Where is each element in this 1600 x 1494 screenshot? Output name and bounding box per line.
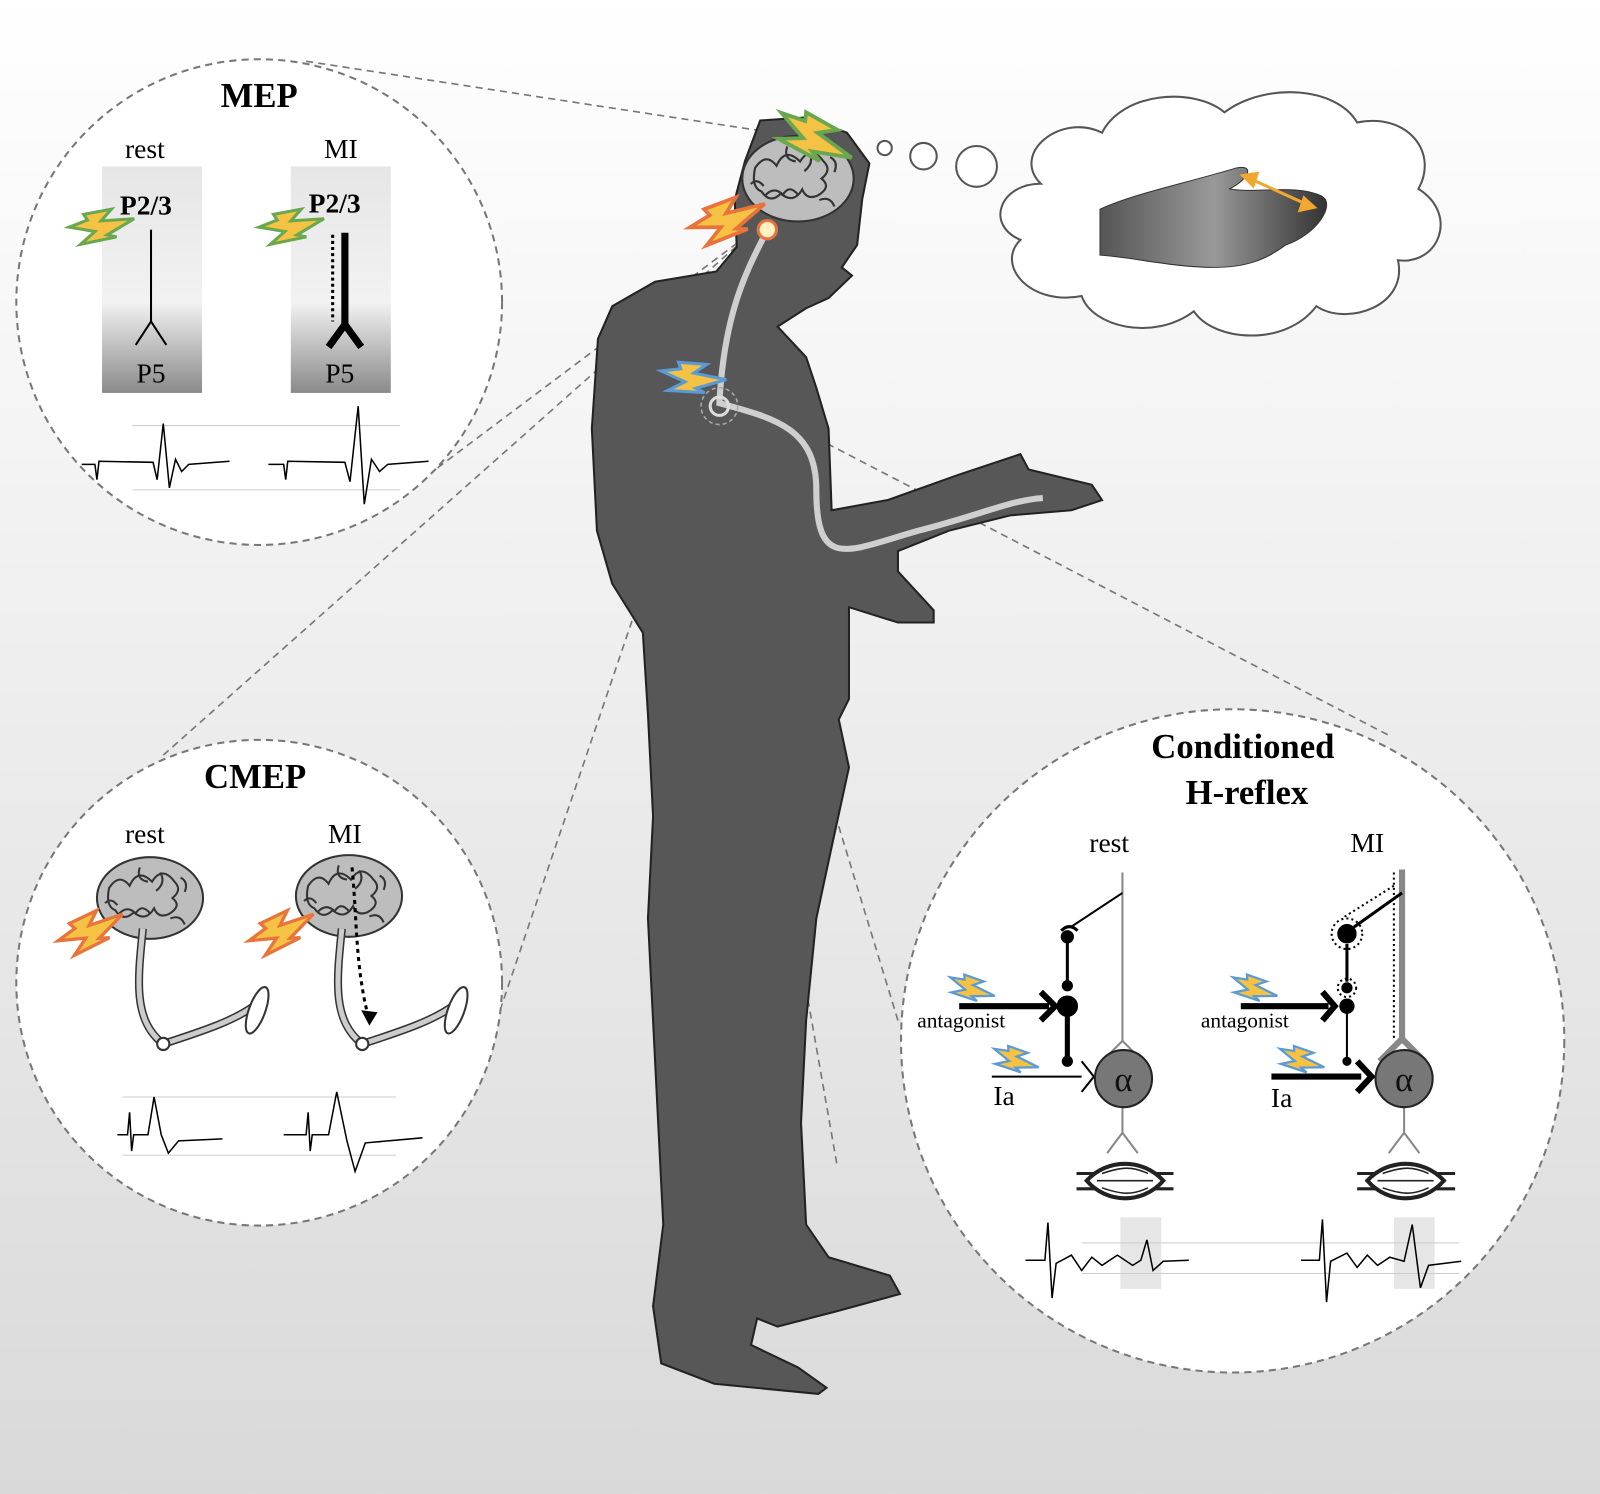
hreflex-title-line1: Conditioned: [1151, 727, 1334, 766]
cmep-emg-traces: [117, 1091, 423, 1175]
cmep-mi-muscle-icon: [443, 986, 469, 1035]
corticospinal-pathway: [716, 228, 1044, 552]
cmep-rest-label: rest: [125, 818, 165, 849]
pinch-movement-arrow-icon: [1239, 171, 1318, 213]
mep-mi-cortex-column: [290, 166, 391, 393]
hreflex-rest-alpha-label: α: [1114, 1060, 1132, 1099]
mep-mi-layer-p23: P2/3: [309, 187, 361, 218]
cmep-mi-synapse: [355, 1036, 370, 1052]
mep-rest-label: rest: [125, 133, 165, 164]
hreflex-mi-label: MI: [1351, 827, 1385, 858]
hreflex-rest-ia-label: Ia: [993, 1080, 1014, 1111]
hreflex-mi-trace: [1301, 1219, 1462, 1303]
spinal-synapse: [708, 395, 731, 417]
hreflex-title-line2: H-reflex: [1186, 773, 1309, 812]
mep-rest-layer-p5: P5: [136, 358, 165, 389]
mep-rest-neuron: [134, 229, 168, 346]
cmep-rest-muscle-icon: [244, 986, 270, 1035]
hreflex-rest-window: [1120, 1217, 1162, 1289]
hreflex-rest-muscle-icon: [1076, 1161, 1174, 1201]
hreflex-emg-traces: [1025, 1217, 1462, 1303]
cmep-rest-trace: [117, 1096, 223, 1155]
cmep-rest-brain-icon: [95, 856, 205, 940]
hreflex-rest-circuit: [959, 872, 1144, 1154]
hreflex-rest-label: rest: [1089, 827, 1129, 858]
hreflex-mi-muscle-icon: [1357, 1161, 1456, 1201]
cmep-mi-label: MI: [328, 818, 362, 849]
hreflex-mi-alpha-label: α: [1395, 1060, 1413, 1099]
hreflex-panel: Conditioned H-reflex rest MI α antagonis…: [900, 708, 1566, 1374]
cmep-title: CMEP: [204, 757, 306, 796]
cmep-rest-synapse: [156, 1036, 171, 1052]
brainstem-stim-site: [756, 218, 779, 241]
imagined-hand-image: [1099, 166, 1328, 268]
hreflex-rest-motoneuron: [1093, 1049, 1154, 1109]
mep-mi-neuron: [325, 232, 365, 350]
person-silhouette: [590, 116, 1104, 1395]
mep-title: MEP: [221, 76, 298, 115]
mep-mi-label: MI: [324, 133, 358, 164]
cmep-mi-arrowhead-icon: [361, 1010, 378, 1026]
cmep-mi-trace: [283, 1091, 423, 1175]
hreflex-rest-trace: [1025, 1222, 1189, 1299]
mep-mi-layer-p5: P5: [325, 358, 354, 389]
mep-emg-traces: [81, 406, 429, 505]
hreflex-mi-ia-label: Ia: [1271, 1082, 1292, 1113]
hreflex-mi-window: [1393, 1217, 1435, 1289]
cmep-mi-brain-icon: [294, 854, 404, 938]
spinal-zoom-ring: [700, 387, 739, 426]
mep-rest-layer-p23: P2/3: [120, 189, 172, 220]
mep-rest-trace: [81, 423, 230, 488]
cmep-panel: CMEP rest MI: [15, 738, 504, 1227]
hreflex-mi-antagonist-label: antagonist: [1201, 1009, 1289, 1033]
mep-panel: MEP rest MI P2/3 P5 P2/3 P5: [15, 58, 504, 546]
cmep-mi-facilitation-arrow: [350, 867, 371, 1021]
hreflex-mi-motoneuron: [1374, 1049, 1434, 1109]
mep-mi-trace: [268, 406, 429, 505]
hreflex-rest-antagonist-label: antagonist: [917, 1009, 1005, 1033]
